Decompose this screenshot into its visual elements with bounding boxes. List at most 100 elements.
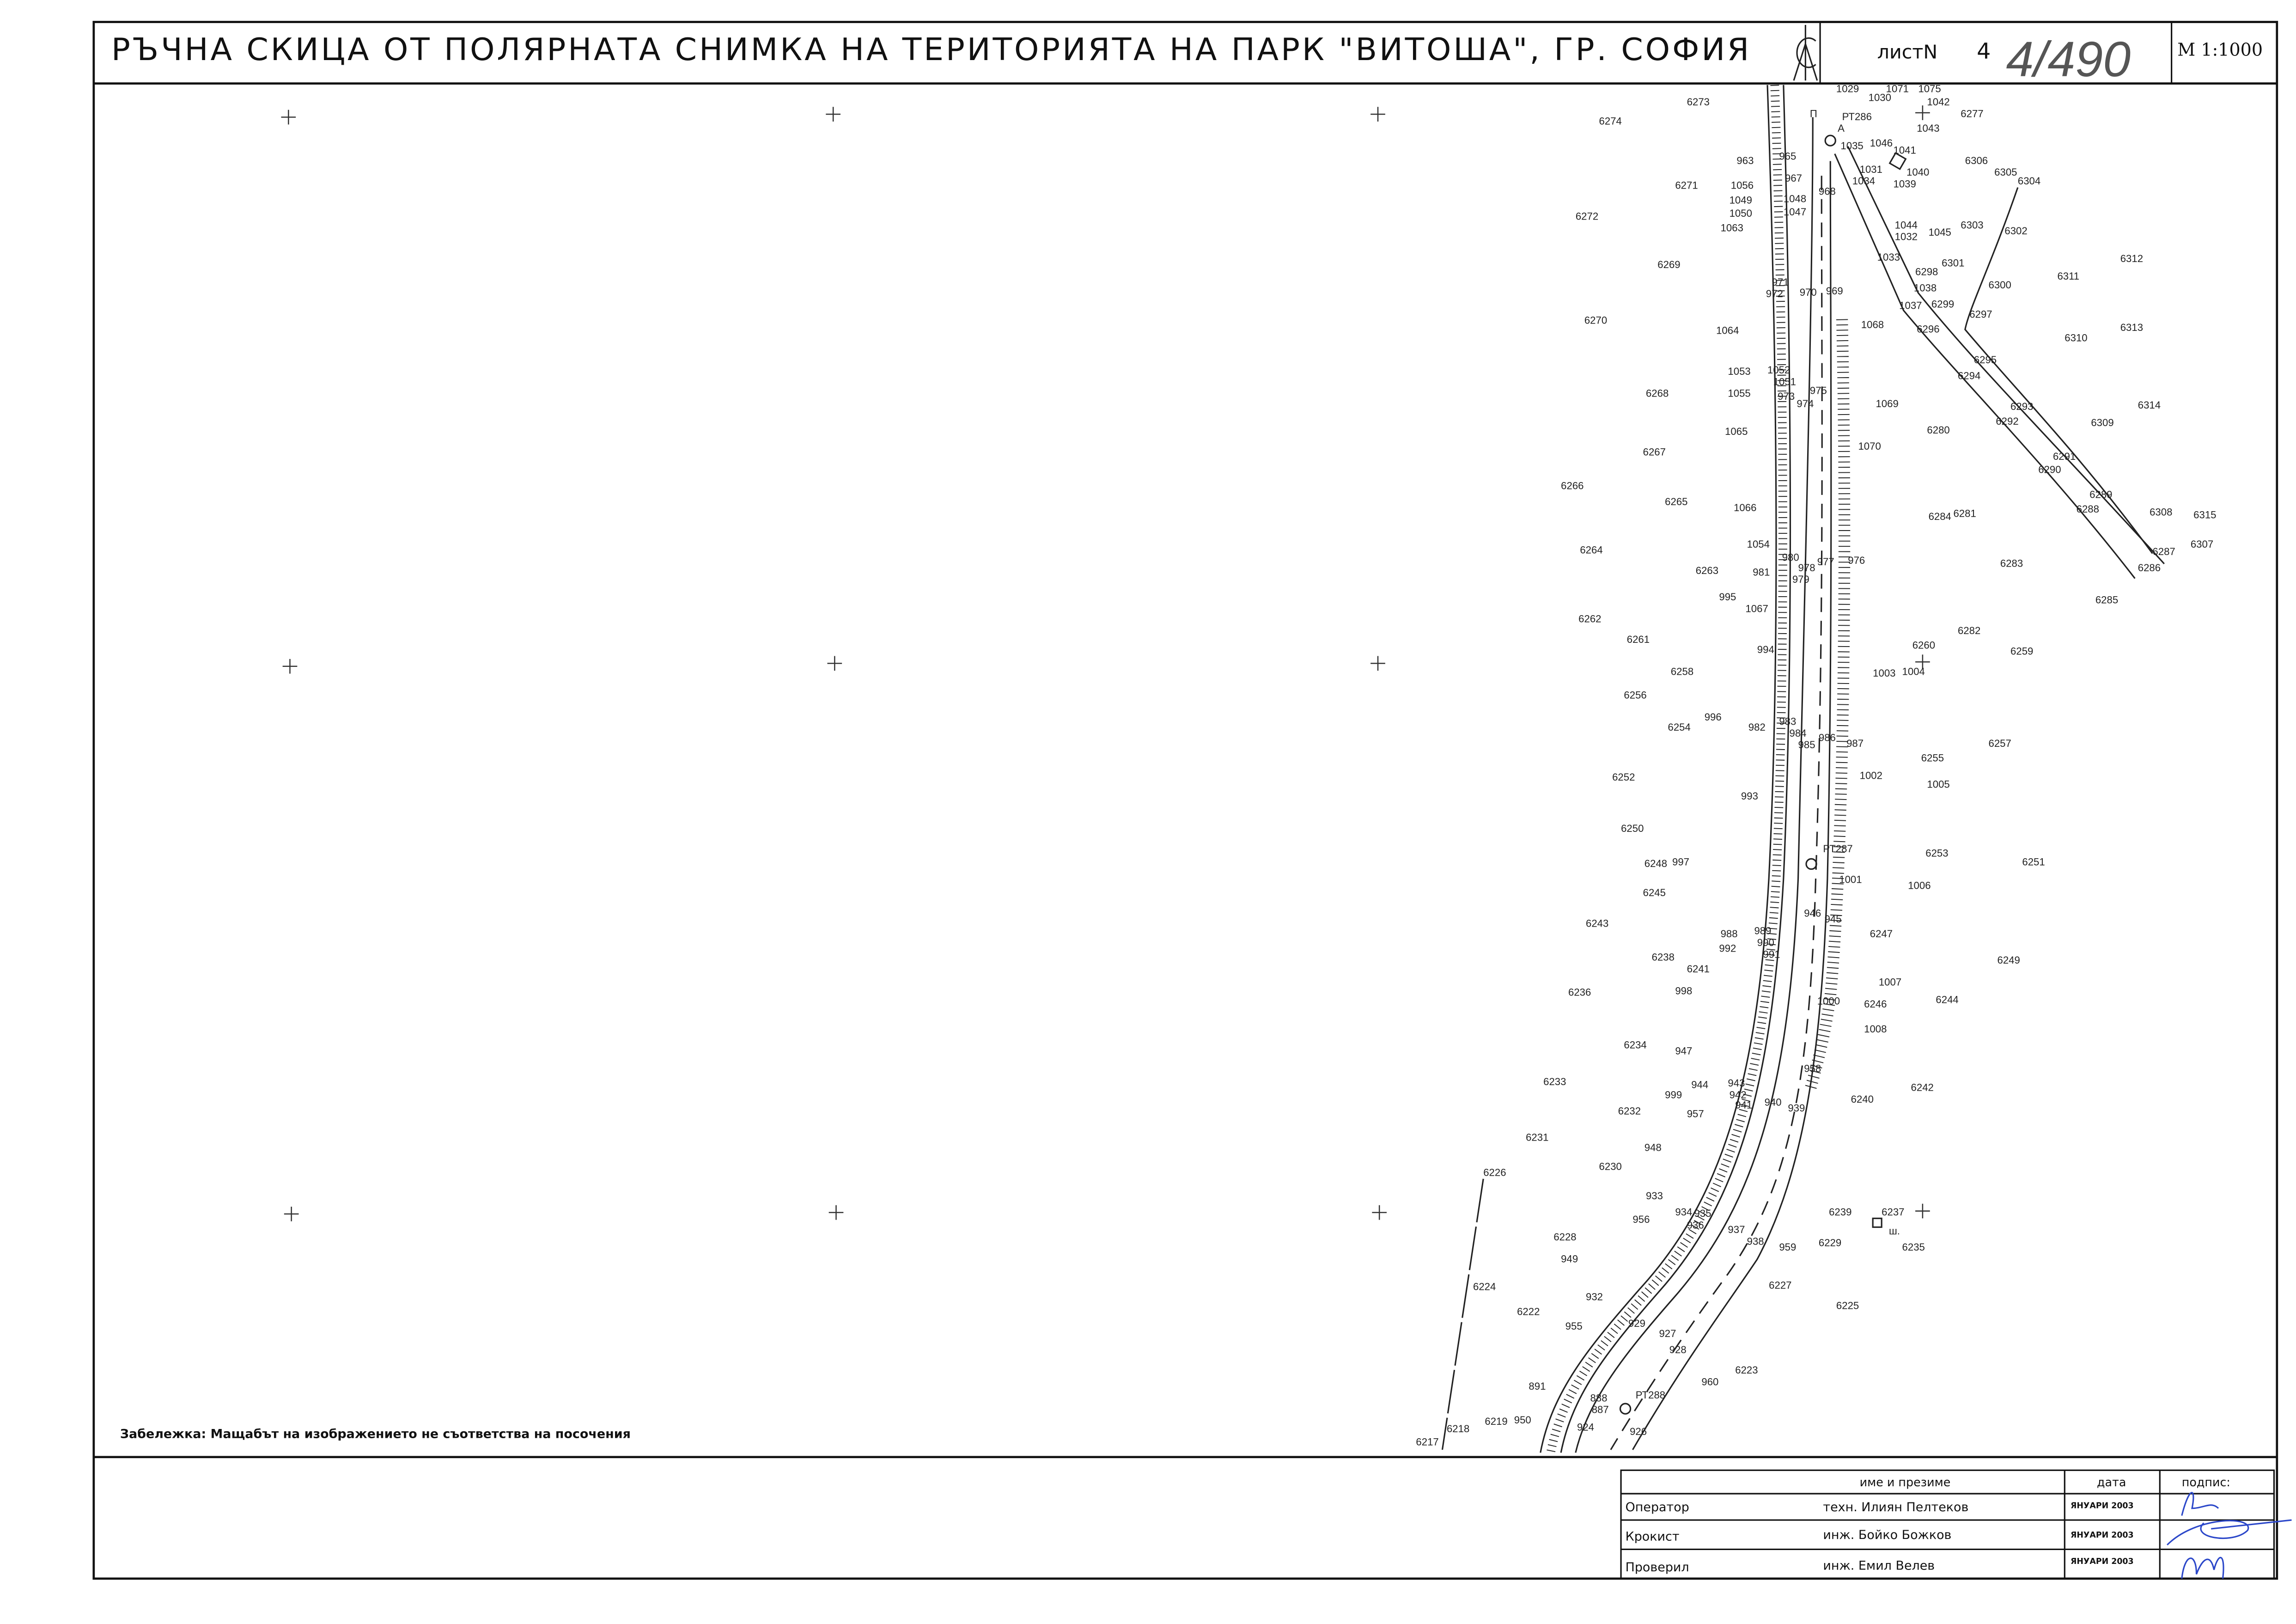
grid-cross-icon (826, 107, 841, 122)
survey-point-label: 6260 (1912, 640, 1935, 651)
embankment-hatch-right (1804, 319, 1851, 1093)
road-centerline (1610, 176, 1823, 1450)
survey-point-label: 888 (1590, 1392, 1608, 1404)
survey-point-label: 6293 (2010, 401, 2033, 412)
survey-point-label: 972 (1766, 288, 1783, 299)
survey-point-label: 965 (1779, 150, 1796, 162)
survey-point-label: 971 (1772, 276, 1789, 288)
survey-point-label: 1037 (1899, 300, 1922, 311)
survey-point-label: 1044 (1895, 219, 1918, 231)
handwritten-sheet-number: 4/490 (2006, 31, 2131, 87)
survey-point-label: 6314 (2138, 399, 2161, 411)
survey-point-label: 974 (1797, 398, 1814, 409)
survey-point-label: 6288 (2077, 503, 2099, 515)
survey-point-label: 6312 (2120, 253, 2143, 264)
survey-point-label: 946 (1804, 908, 1821, 919)
survey-point-label: 6262 (1578, 613, 1601, 625)
survey-point-label: 6253 (1925, 848, 1948, 859)
grid-cross-icon (1372, 1205, 1387, 1220)
survey-point-label: 6296 (1917, 323, 1939, 335)
survey-point-label: 6226 (1483, 1166, 1506, 1178)
survey-point-label: 6297 (1969, 309, 1992, 320)
survey-point-label: 6264 (1580, 544, 1602, 556)
survey-point-label: 6271 (1675, 180, 1698, 191)
survey-point-label: 6224 (1473, 1281, 1496, 1293)
survey-point-label: 6254 (1668, 721, 1690, 733)
grid-cross-icon (1915, 105, 1930, 120)
survey-point-label: 950 (1514, 1414, 1531, 1426)
survey-point-label: 6306 (1965, 155, 1988, 166)
survey-point-label: 1029 (1836, 83, 1859, 95)
survey-point-label: 6246 (1864, 998, 1887, 1010)
survey-point-label: 6291 (2053, 451, 2076, 462)
survey-point-label: 1004 (1902, 666, 1925, 678)
survey-point-label: 969 (1826, 285, 1843, 297)
survey-point-label: 991 (1763, 948, 1780, 960)
survey-point-label: 1063 (1721, 222, 1743, 234)
survey-point-label: 887 (1592, 1404, 1609, 1416)
survey-point-label: 1075 (1918, 83, 1941, 95)
grid-cross-icon (1370, 656, 1385, 671)
survey-point-label: 6238 (1652, 952, 1675, 963)
survey-point-label: 6255 (1921, 752, 1944, 764)
survey-point-label: 6251 (2022, 856, 2045, 868)
survey-point-label: 6280 (1927, 424, 1949, 436)
date: ЯНУАРИ 2003 (2071, 1531, 2134, 1540)
survey-point-label: 958 (1804, 1062, 1821, 1074)
survey-point-label: 983 (1779, 715, 1796, 727)
survey-point-label: 933 (1646, 1190, 1663, 1202)
survey-point-label: 1064 (1716, 324, 1739, 336)
survey-point-label: 1049 (1730, 194, 1752, 206)
survey-point-label: 1007 (1879, 976, 1901, 988)
fence-line (1441, 1178, 1484, 1450)
survey-point-label: 6245 (1643, 887, 1666, 898)
survey-point-label: 6252 (1612, 771, 1635, 783)
svg-text:РТ287: РТ287 (1823, 843, 1852, 855)
side-road-line-2 (1847, 146, 2165, 564)
marker-label: ш. (1889, 1225, 1900, 1237)
survey-point-label: 973 (1778, 391, 1795, 402)
survey-point-label: 6257 (1989, 738, 2011, 749)
map-scale: M 1:1000 (2177, 39, 2263, 60)
survey-point-label: 956 (1632, 1214, 1650, 1225)
road-edge-left-inner (1560, 85, 1791, 1453)
survey-point-label: 1030 (1869, 92, 1891, 104)
name: инж. Бойко Божков (1823, 1528, 1951, 1542)
survey-point-label: 1054 (1747, 538, 1770, 550)
station-marker: РТ288 (1619, 1389, 1665, 1415)
survey-point-label: 1038 (1914, 282, 1937, 294)
survey-point-label: 997 (1672, 856, 1689, 868)
survey-point-label: 935 (1694, 1208, 1711, 1219)
survey-point-label: 6300 (1989, 279, 2011, 291)
grid-cross-icon (284, 1206, 299, 1221)
survey-point-label: 941 (1735, 1099, 1752, 1111)
survey-point-label: 6234 (1624, 1039, 1646, 1051)
survey-point-label: 1008 (1864, 1023, 1887, 1035)
survey-point-label: 6219 (1485, 1416, 1507, 1427)
survey-point-label: 940 (1765, 1096, 1782, 1108)
survey-point-label: 6259 (2010, 645, 2033, 657)
survey-point-label: 927 (1659, 1328, 1676, 1339)
survey-point-label: 1001 (1839, 874, 1862, 885)
date: ЯНУАРИ 2003 (2071, 1557, 2134, 1566)
survey-point-label: 6225 (1836, 1300, 1859, 1312)
survey-point-label: 6263 (1696, 565, 1718, 576)
survey-point-label: 955 (1565, 1320, 1583, 1332)
svg-text:РТ288: РТ288 (1636, 1389, 1665, 1401)
table-row: Оператор техн. Илиян Пелтеков ЯНУАРИ 200… (1626, 1500, 2134, 1514)
grid-cross-icon (281, 110, 296, 125)
survey-point-label: 999 (1665, 1089, 1682, 1100)
survey-point-label: 6307 (2191, 538, 2213, 550)
survey-point-label: 947 (1675, 1045, 1692, 1056)
survey-point-label: 998 (1675, 985, 1692, 996)
survey-point-label: 6229 (1819, 1237, 1841, 1248)
survey-point-label: 1000 (1817, 995, 1840, 1007)
survey-point-label: 6237 (1882, 1206, 1904, 1218)
role: Проверил (1626, 1560, 1689, 1575)
survey-point-label: 1035 (1840, 140, 1863, 152)
sheet-number: 4 (1977, 39, 1991, 64)
survey-point-label: 1040 (1906, 166, 1929, 178)
survey-point-label: 1068 (1861, 319, 1884, 330)
survey-point-label: 6281 (1953, 508, 1976, 519)
survey-point-label: 1033 (1877, 251, 1900, 263)
